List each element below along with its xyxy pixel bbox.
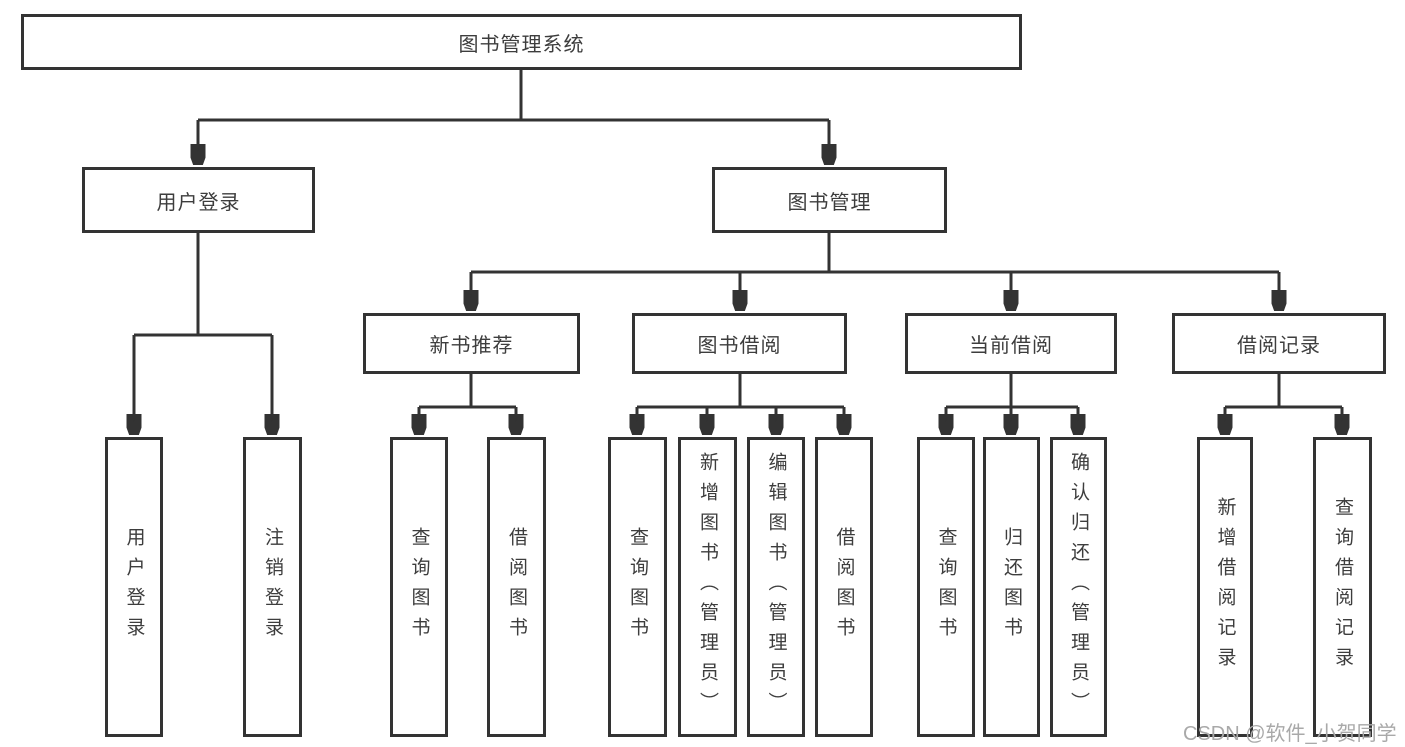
leaf-borrow-books-label: 借阅图书 bbox=[833, 527, 855, 647]
node-book-borrowing-label: 图书借阅 bbox=[697, 335, 782, 357]
leaf-user-login: 用户登录 bbox=[105, 437, 163, 737]
node-library-system-label: 图书管理系统 bbox=[458, 33, 585, 56]
node-borrowing-records-label: 借阅记录 bbox=[1237, 335, 1321, 357]
leaf-confirm-return-admin: 确认归还（管理员） bbox=[1050, 437, 1107, 737]
leaf-query-books-recommend: 查询图书 bbox=[390, 437, 448, 737]
leaf-query-borrow-record: 查询借阅记录 bbox=[1313, 437, 1372, 737]
leaf-edit-book-admin: 编辑图书（管理员） bbox=[747, 437, 805, 737]
leaf-add-borrow-record: 新增借阅记录 bbox=[1197, 437, 1253, 737]
leaf-query-borrow-record-label: 查询借阅记录 bbox=[1332, 497, 1353, 677]
node-book-management-label: 图书管理 bbox=[787, 191, 872, 214]
leaf-borrow-books-recommend-label: 借阅图书 bbox=[506, 527, 527, 647]
leaf-add-book-admin-label: 新增图书（管理员） bbox=[697, 452, 718, 722]
leaf-query-books-recommend-label: 查询图书 bbox=[408, 527, 430, 647]
node-book-borrowing: 图书借阅 bbox=[632, 313, 847, 374]
watermark: CSDN @软件_小贺同学 bbox=[1183, 723, 1397, 745]
node-user-login: 用户登录 bbox=[82, 167, 315, 233]
leaf-query-books-borrow-label: 查询图书 bbox=[627, 527, 648, 647]
node-library-system: 图书管理系统 bbox=[21, 14, 1022, 70]
leaf-confirm-return-admin-label: 确认归还（管理员） bbox=[1068, 452, 1089, 722]
leaf-borrow-books: 借阅图书 bbox=[815, 437, 873, 737]
leaf-logout-label: 注销登录 bbox=[262, 527, 283, 647]
node-current-borrowing-label: 当前借阅 bbox=[969, 335, 1053, 357]
leaf-add-book-admin: 新增图书（管理员） bbox=[678, 437, 737, 737]
node-borrowing-records: 借阅记录 bbox=[1172, 313, 1386, 374]
leaf-return-book: 归还图书 bbox=[983, 437, 1040, 737]
node-book-management: 图书管理 bbox=[712, 167, 947, 233]
leaf-return-book-label: 归还图书 bbox=[1001, 527, 1022, 647]
leaf-edit-book-admin-label: 编辑图书（管理员） bbox=[765, 452, 787, 722]
node-new-book-recommend-label: 新书推荐 bbox=[429, 335, 514, 357]
leaf-query-books-current-label: 查询图书 bbox=[935, 527, 957, 647]
leaf-user-login-label: 用户登录 bbox=[123, 527, 145, 647]
leaf-query-books-borrow: 查询图书 bbox=[608, 437, 667, 737]
node-current-borrowing: 当前借阅 bbox=[905, 313, 1117, 374]
leaf-logout: 注销登录 bbox=[243, 437, 302, 737]
node-user-login-label: 用户登录 bbox=[156, 191, 241, 214]
leaf-borrow-books-recommend: 借阅图书 bbox=[487, 437, 546, 737]
node-new-book-recommend: 新书推荐 bbox=[363, 313, 580, 374]
leaf-query-books-current: 查询图书 bbox=[917, 437, 975, 737]
leaf-add-borrow-record-label: 新增借阅记录 bbox=[1214, 497, 1236, 677]
